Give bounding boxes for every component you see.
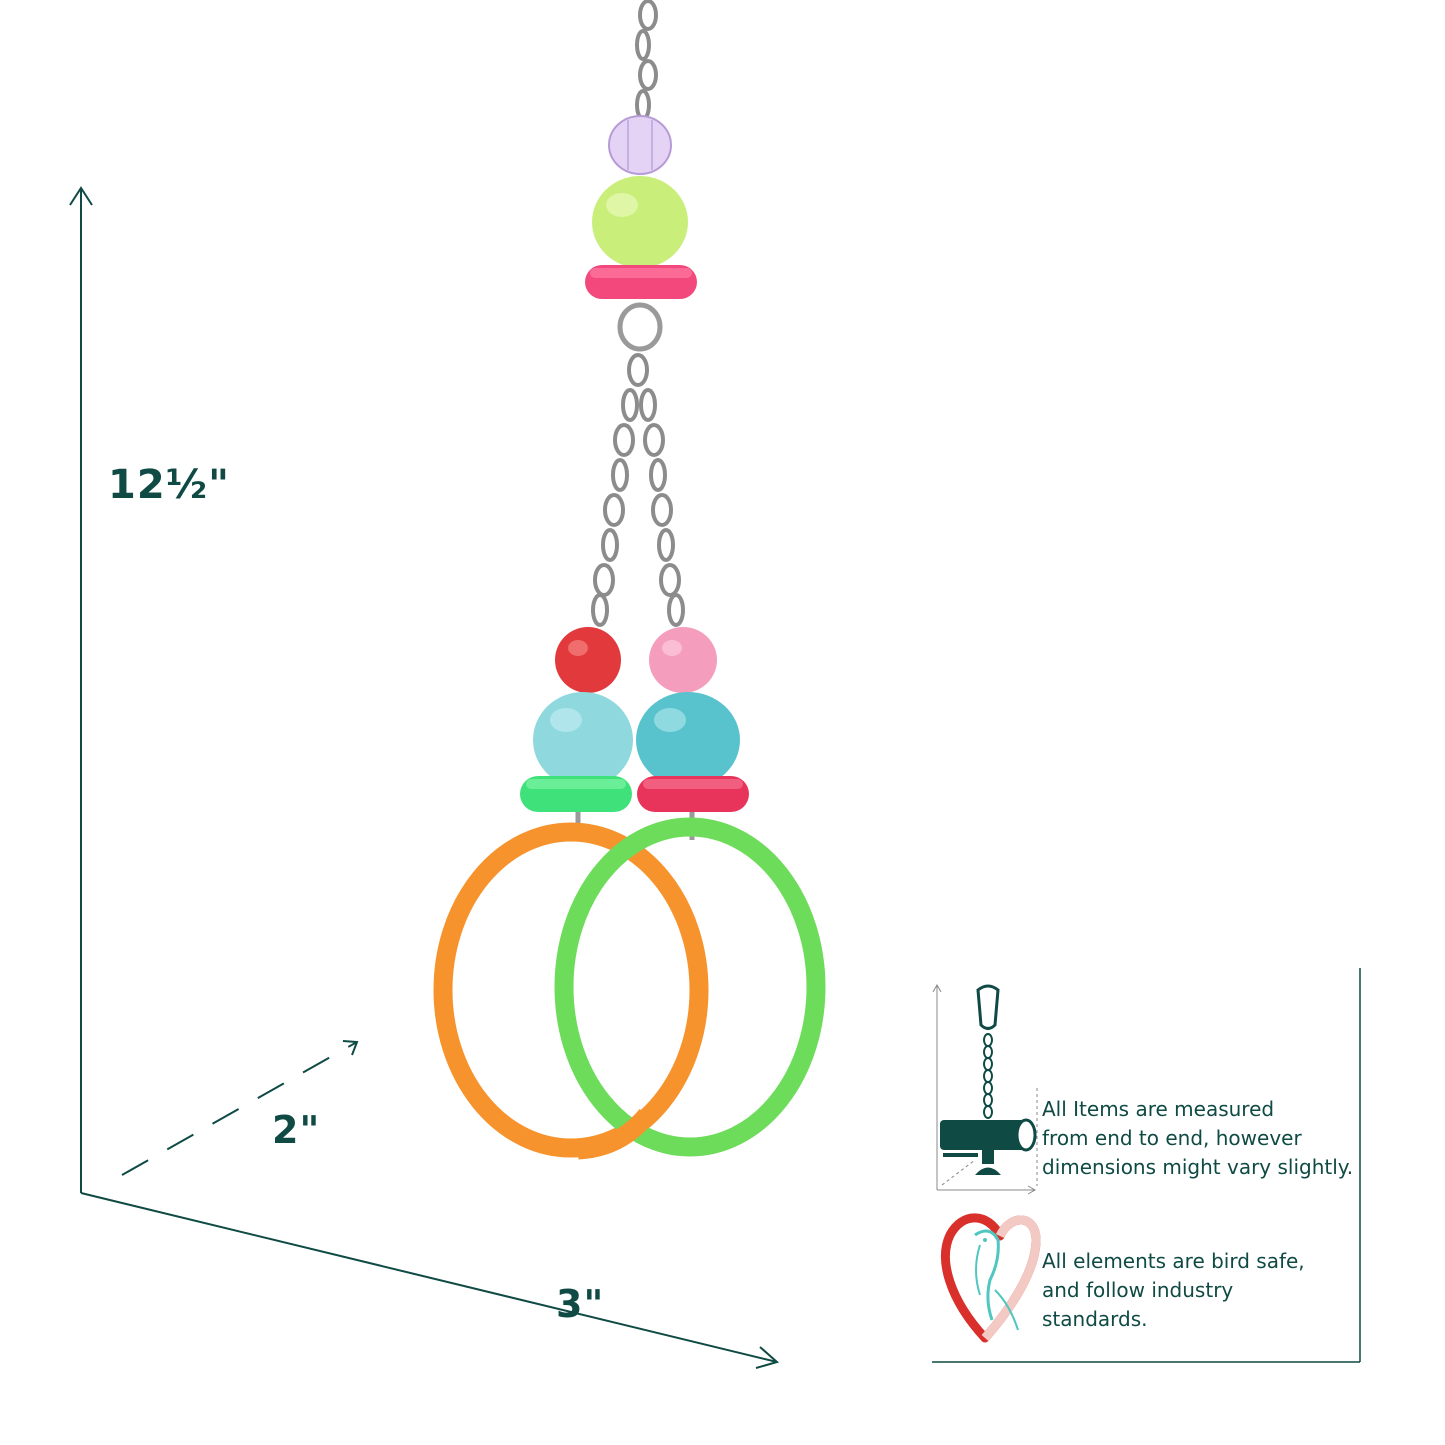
depth-axis-line bbox=[121, 1041, 358, 1176]
measurement-note-line: from end to end, however bbox=[1042, 1126, 1302, 1150]
measurement-note-line: All Items are measured bbox=[1042, 1097, 1275, 1121]
pink-bead bbox=[649, 627, 717, 693]
teal-bead-right bbox=[636, 692, 740, 788]
depth-axis-arrow-icon bbox=[342, 1040, 359, 1056]
height-dimension-label: 12½" bbox=[108, 462, 230, 508]
red-bead bbox=[555, 627, 621, 693]
width-dimension-label: 3" bbox=[556, 1282, 605, 1326]
bird-safe-note-line: standards. bbox=[1042, 1307, 1148, 1331]
width-axis-line bbox=[80, 1192, 778, 1363]
bird-toy-illustration bbox=[433, 0, 826, 1160]
orange-ring bbox=[433, 822, 709, 1158]
light-blue-bead-left bbox=[533, 692, 633, 788]
width-axis-arrow-icon bbox=[755, 1346, 780, 1369]
measurement-note-line: dimensions might vary slightly. bbox=[1042, 1155, 1354, 1179]
clear-purple-bead bbox=[608, 115, 672, 175]
info-panel-frame bbox=[932, 968, 1361, 1363]
bird-safe-note-line: All elements are bird safe, bbox=[1042, 1249, 1305, 1273]
green-ring bbox=[554, 817, 826, 1157]
depth-dimension-label: 2" bbox=[272, 1108, 321, 1152]
bird-safe-note: All elements are bird safe, and follow i… bbox=[1042, 1247, 1372, 1334]
split-chains bbox=[591, 353, 685, 627]
measurement-note: All Items are measured from end to end, … bbox=[1042, 1095, 1372, 1182]
lime-bead bbox=[592, 176, 688, 268]
heart-with-parrot-icon bbox=[940, 1213, 1041, 1343]
bird-safe-note-line: and follow industry bbox=[1042, 1278, 1234, 1302]
hanging-toy-with-perch-dimension-icon bbox=[932, 983, 1038, 1195]
height-axis-arrow-icon bbox=[69, 186, 93, 206]
dimension-axes bbox=[69, 186, 780, 1369]
